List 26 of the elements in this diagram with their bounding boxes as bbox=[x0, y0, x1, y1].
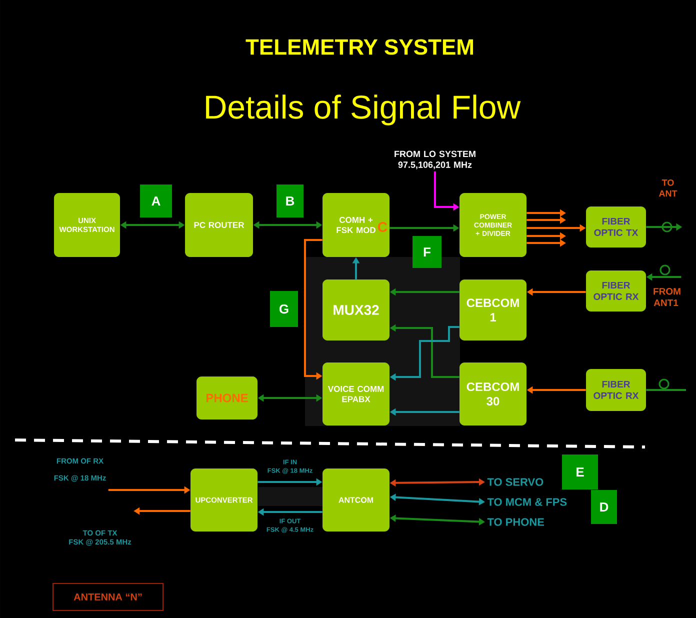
subtitle: Details of Signal Flow bbox=[206, 94, 521, 126]
source-note: FROM LO SYSTEM 97.5,106,201 MHz bbox=[394, 150, 476, 170]
letter-tag: E bbox=[562, 454, 598, 490]
process-box: FIBER OPTIC RX bbox=[586, 270, 646, 312]
process-box: ANTCOM bbox=[322, 468, 390, 532]
source-note: FROM ANT1 bbox=[654, 288, 680, 306]
process-box: CEBCOM 30 bbox=[460, 362, 526, 426]
caption-box: ANTENNA “N” bbox=[52, 583, 164, 611]
destination-label: TO PHONE bbox=[487, 518, 544, 526]
process-box: MUX32 bbox=[322, 280, 390, 340]
process-box: FIBER OPTIC RX bbox=[586, 369, 646, 411]
process-box: PHONE bbox=[196, 376, 258, 420]
title: TELEMETRY SYSTEM bbox=[246, 39, 474, 55]
destination-label: TO MCM & FPS bbox=[487, 498, 567, 506]
letter-tag: F bbox=[412, 236, 442, 268]
process-box: PC ROUTER bbox=[185, 193, 253, 257]
letter-tag: A bbox=[140, 184, 172, 218]
destination-label: TO SERVO bbox=[487, 478, 544, 486]
source-note: TO ANT bbox=[658, 179, 678, 197]
process-box: CEBCOM 1 bbox=[460, 280, 526, 340]
letter-tag: D bbox=[591, 490, 617, 524]
process-box: VOICE COMM EPABX bbox=[322, 362, 390, 426]
letter-tag: B bbox=[276, 184, 304, 218]
antenna-line bbox=[646, 378, 686, 391]
process-box: FIBER OPTIC TX bbox=[586, 206, 646, 248]
letter-tag: G bbox=[270, 291, 298, 327]
